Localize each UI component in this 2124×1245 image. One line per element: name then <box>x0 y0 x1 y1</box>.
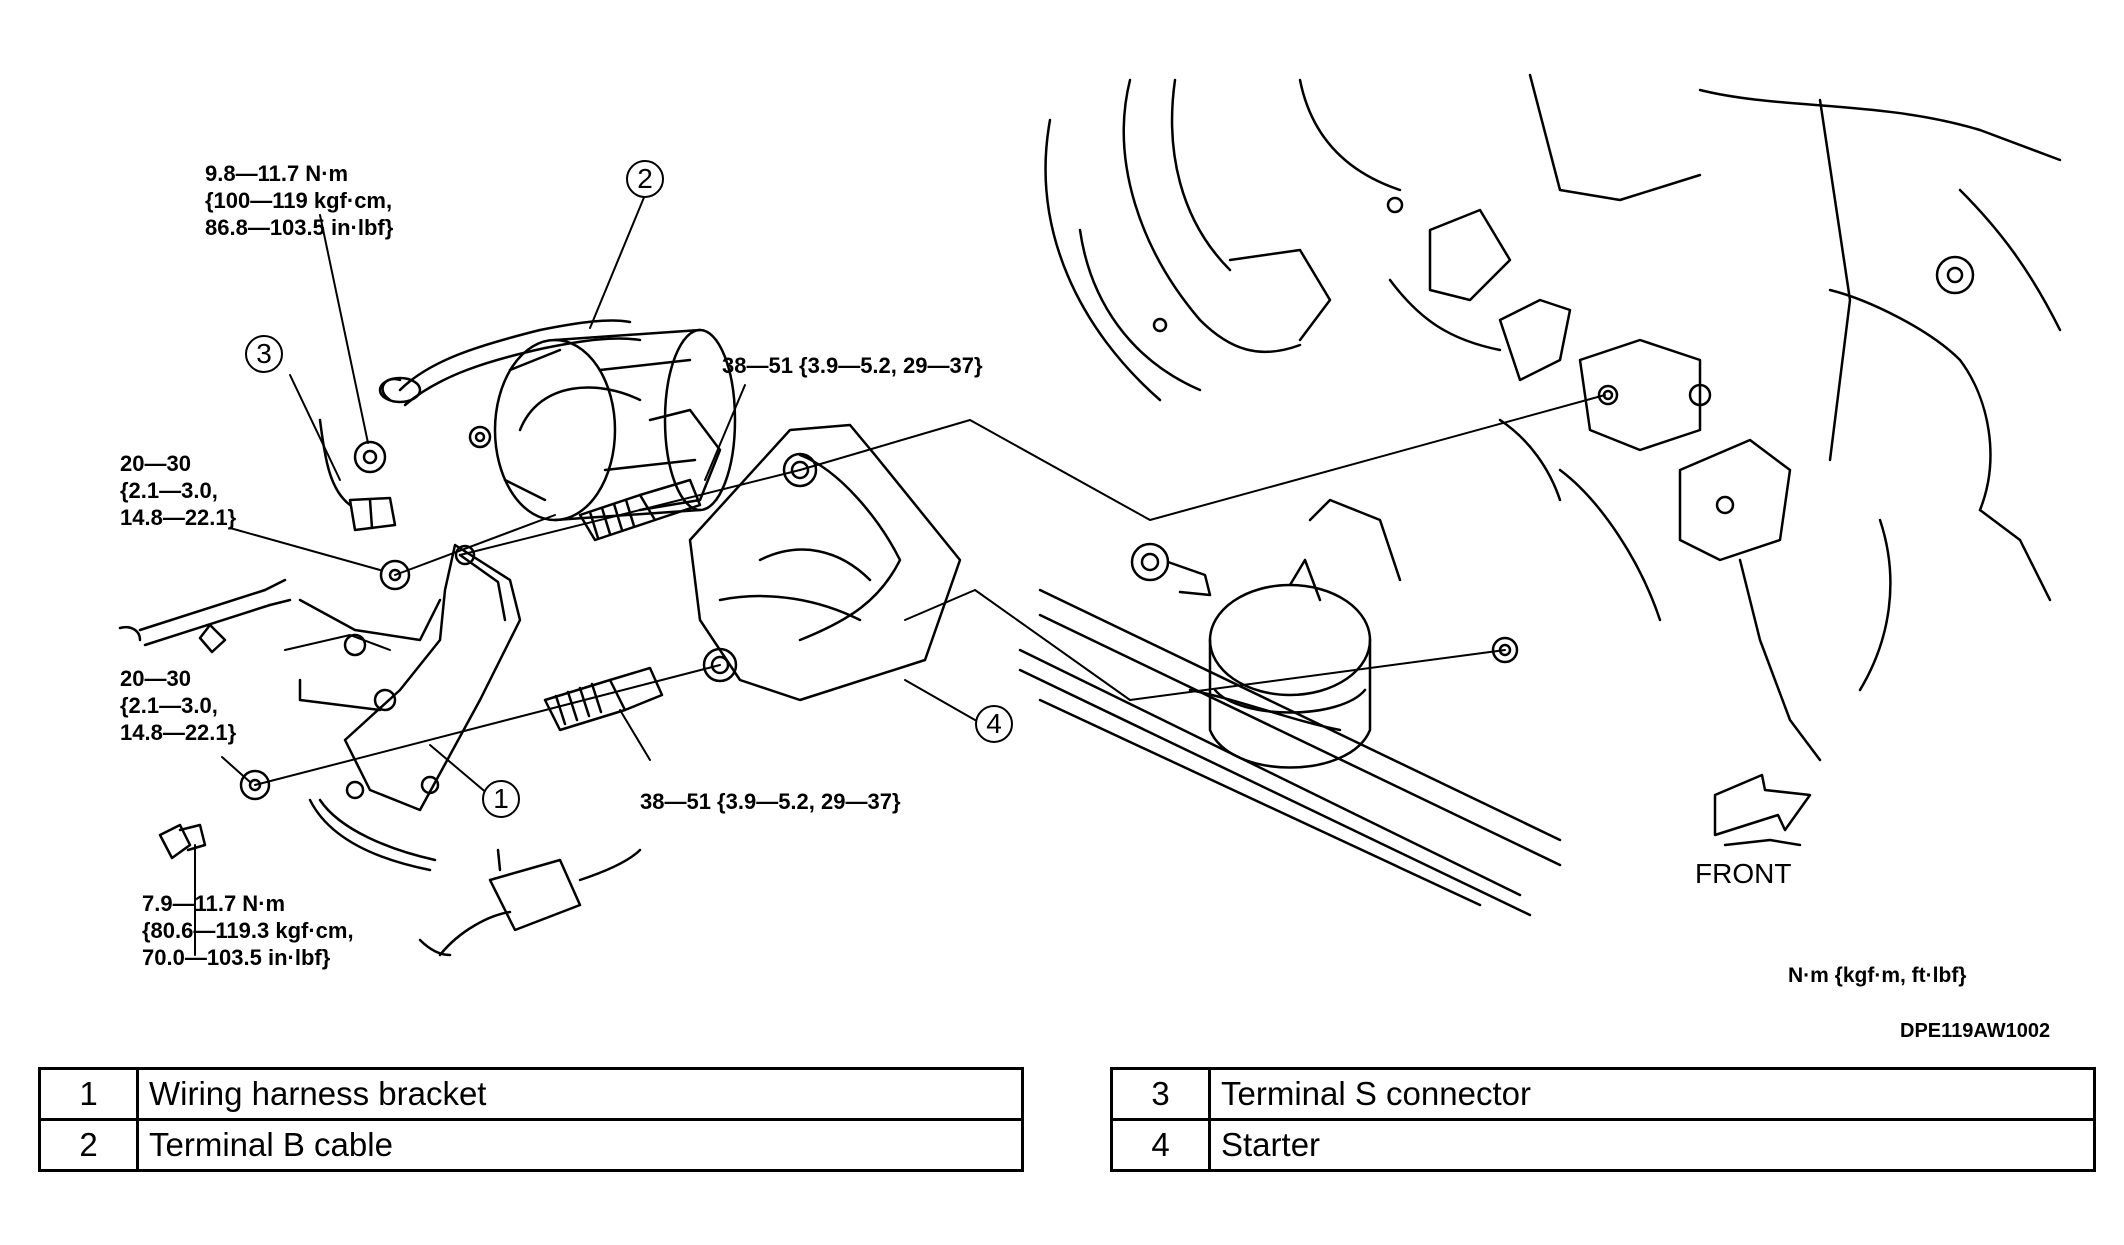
callout-1: 1 <box>482 780 520 818</box>
torque-spec-bottom-left: 7.9—11.7 N·m {80.6—119.3 kgf·cm, 70.0—10… <box>142 890 354 971</box>
torque-spec-mid-left-b: 20—30 {2.1—3.0, 14.8—22.1} <box>120 665 236 746</box>
ground-bolt <box>158 798 437 872</box>
legend-row: 2 Terminal B cable <box>38 1118 1024 1172</box>
legend-row: 4 Starter <box>1110 1118 2096 1172</box>
legend-number: 2 <box>38 1118 139 1172</box>
legend-text: Terminal B cable <box>136 1118 1024 1172</box>
torque-spec-upper-left: 9.8—11.7 N·m {100—119 kgf·cm, 86.8—103.5… <box>205 160 393 241</box>
front-label: FRONT <box>1695 858 1792 889</box>
dowel <box>468 425 492 449</box>
torque-spec-lower-bolt: 38—51 {3.9—5.2, 29—37} <box>640 789 901 814</box>
legend-table-left: 1 Wiring harness bracket 2 Terminal B ca… <box>38 1067 1024 1172</box>
starter-body <box>493 328 962 702</box>
lower-starter-bolt <box>543 666 664 732</box>
harness-clip <box>118 578 292 654</box>
terminal-b-cable <box>378 319 642 407</box>
torque-line: 86.8—103.5 in·lbf} <box>205 215 394 240</box>
legend-text: Starter <box>1208 1118 2096 1172</box>
upper-starter-bolt <box>578 478 702 542</box>
torque-line: {2.1—3.0, <box>120 693 218 718</box>
leader-lines <box>194 194 1606 956</box>
legend-row: 3 Terminal S connector <box>1110 1067 2096 1121</box>
legend-number: 1 <box>38 1067 139 1121</box>
torque-line: 9.8—11.7 N·m <box>205 161 349 186</box>
legend-text: Terminal S connector <box>1208 1067 2096 1121</box>
torque-line: 14.8—22.1} <box>120 505 237 530</box>
torque-line: {80.6—119.3 kgf·cm, <box>142 918 354 943</box>
engine-block-outline <box>1044 73 2062 762</box>
callout-4: 4 <box>975 705 1013 743</box>
oil-pan-rails <box>1018 384 1619 917</box>
front-arrow-icon <box>1713 773 1812 847</box>
torque-line: 70.0—103.5 in·lbf} <box>142 945 331 970</box>
wiring-harness-bracket <box>298 543 522 812</box>
engine-mount-bolt <box>1130 542 1212 597</box>
torque-spec-mid-left-a: 20—30 {2.1—3.0, 14.8—22.1} <box>120 450 236 531</box>
torque-line: {100—119 kgf·cm, <box>205 188 393 213</box>
torque-spec-upper-bolt: 38—51 {3.9—5.2, 29—37} <box>722 353 983 378</box>
legend-row: 1 Wiring harness bracket <box>38 1067 1024 1121</box>
torque-line: 14.8—22.1} <box>120 720 237 745</box>
legend-text: Wiring harness bracket <box>136 1067 1024 1121</box>
legend-table-right: 3 Terminal S connector 4 Starter <box>1110 1067 2096 1172</box>
figure-code: DPE119AW1002 <box>1900 1020 2051 1042</box>
terminal-s-connector <box>318 418 397 532</box>
unit-note: N·m {kgf·m, ft·lbf} <box>1788 964 1967 987</box>
mid-nut <box>379 559 411 591</box>
legend-number: 4 <box>1110 1118 1211 1172</box>
upper-nut <box>353 440 387 474</box>
lower-nut <box>239 769 271 801</box>
torque-line: 20—30 <box>120 451 191 476</box>
torque-line: {2.1—3.0, <box>120 478 218 503</box>
callout-2: 2 <box>626 160 664 198</box>
legend-number: 3 <box>1110 1067 1211 1121</box>
lower-harness-connector <box>418 848 642 957</box>
callout-3: 3 <box>245 335 283 373</box>
torque-line: 20—30 <box>120 666 191 691</box>
torque-line: 7.9—11.7 N·m <box>142 891 286 916</box>
